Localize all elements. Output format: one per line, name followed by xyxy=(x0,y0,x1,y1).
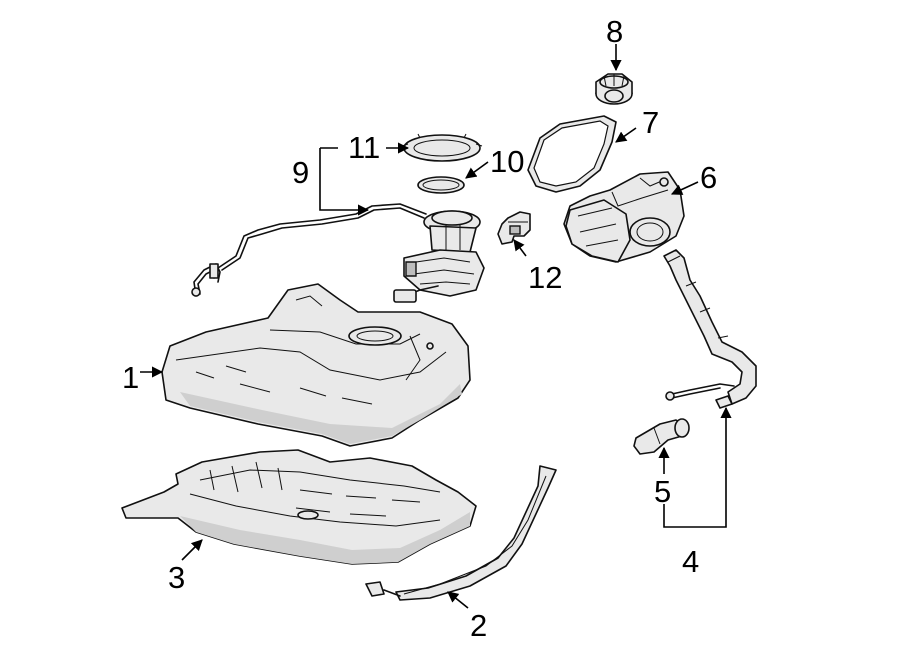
leader-12 xyxy=(513,239,527,257)
leader-3 xyxy=(181,539,203,561)
leader-lines xyxy=(140,44,732,609)
callout-9: 9 xyxy=(292,155,309,190)
callout-labels: 1 2 3 4 5 6 7 8 9 10 11 12 xyxy=(122,14,717,643)
callout-2: 2 xyxy=(470,608,487,643)
leader-4 xyxy=(663,406,732,528)
callout-7: 7 xyxy=(642,105,659,140)
leader-2 xyxy=(447,591,469,609)
callout-8: 8 xyxy=(606,14,623,49)
leader-10 xyxy=(465,161,489,179)
fuel-tank xyxy=(161,283,471,447)
callout-12: 12 xyxy=(528,260,562,295)
fuel-pump-module xyxy=(191,203,485,303)
callout-3: 3 xyxy=(168,560,185,595)
filler-hose xyxy=(633,418,690,455)
tank-strap xyxy=(365,465,557,601)
leader-9 xyxy=(319,148,368,210)
sensor xyxy=(497,211,531,245)
lock-ring xyxy=(401,133,483,162)
leader-6 xyxy=(670,181,699,195)
leader-7 xyxy=(615,127,637,143)
tank-shield xyxy=(121,449,477,565)
fuel-cap xyxy=(595,73,633,105)
seal xyxy=(417,176,465,194)
filler-housing xyxy=(563,171,685,263)
gasket xyxy=(527,115,617,193)
callout-10: 10 xyxy=(490,144,524,179)
callout-1: 1 xyxy=(122,360,139,395)
callout-11: 11 xyxy=(348,130,380,165)
callout-4: 4 xyxy=(682,544,699,579)
callout-5: 5 xyxy=(654,474,671,509)
filler-pipe xyxy=(663,249,757,409)
callout-6: 6 xyxy=(700,160,717,195)
